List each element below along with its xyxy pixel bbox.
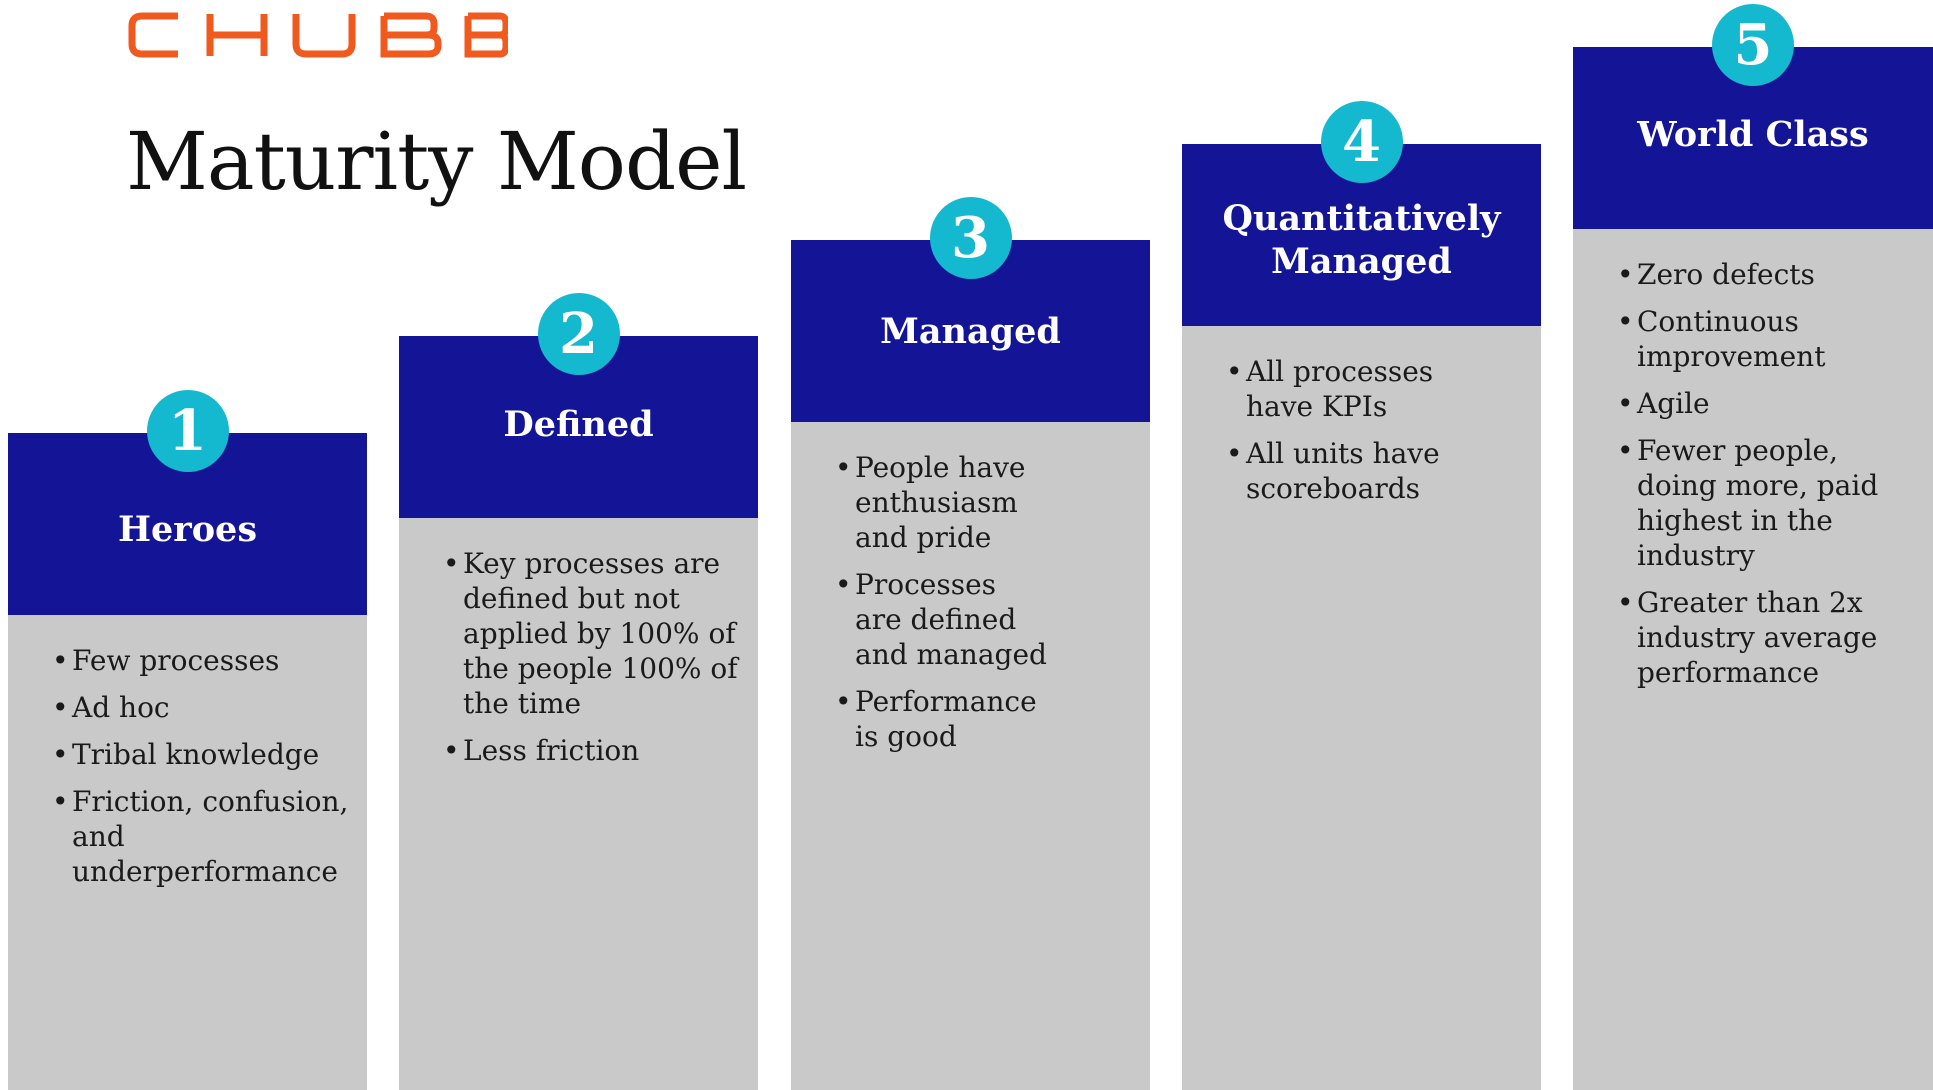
level-1-title: Heroes bbox=[117, 508, 258, 550]
list-item: Agile bbox=[1617, 386, 1893, 421]
list-item: Less friction bbox=[443, 733, 744, 768]
list-item: Friction, confusion, and underperformanc… bbox=[52, 784, 353, 889]
level-4-title: Quantitatively Managed bbox=[1222, 198, 1501, 282]
level-4-column: 4 Quantitatively Managed All processes h… bbox=[1182, 101, 1541, 1090]
level-3-title: Managed bbox=[880, 310, 1061, 352]
level-5-header: 5 World Class bbox=[1573, 4, 1933, 229]
level-5-title: World Class bbox=[1637, 113, 1869, 155]
list-item: People have enthusiasm and pride bbox=[835, 450, 1050, 555]
level-5-badge: 5 bbox=[1712, 4, 1794, 86]
level-5-points: Zero defects Continuous improvement Agil… bbox=[1617, 257, 1893, 702]
level-4-points: All processes have KPIs All units have s… bbox=[1226, 354, 1441, 518]
level-3-points: People have enthusiasm and pride Process… bbox=[835, 450, 1050, 766]
list-item: All processes have KPIs bbox=[1226, 354, 1441, 424]
list-item: Key processes are defined but not applie… bbox=[443, 546, 744, 721]
level-1-badge: 1 bbox=[146, 390, 229, 472]
list-item: Continuous improvement bbox=[1617, 304, 1893, 374]
list-item: Greater than 2x industry average perform… bbox=[1617, 585, 1893, 690]
list-item: All units have scoreboards bbox=[1226, 436, 1441, 506]
level-2-header: 2 Defined bbox=[399, 293, 758, 518]
level-2-badge: 2 bbox=[537, 293, 620, 375]
list-item: Tribal knowledge bbox=[52, 737, 353, 772]
list-item: Processes are defined and managed bbox=[835, 567, 1050, 672]
list-item: Ad hoc bbox=[52, 690, 353, 725]
level-1-header: 1 Heroes bbox=[8, 390, 367, 615]
level-1-points: Few processes Ad hoc Tribal knowledge Fr… bbox=[52, 643, 353, 901]
level-3-badge: 3 bbox=[929, 197, 1012, 279]
list-item: Performance is good bbox=[835, 684, 1050, 754]
list-item: Few processes bbox=[52, 643, 353, 678]
level-4-badge: 4 bbox=[1320, 101, 1403, 183]
level-1-column: 1 Heroes Few processes Ad hoc Tribal kno… bbox=[8, 390, 367, 1090]
level-2-points: Key processes are defined but not applie… bbox=[443, 546, 744, 780]
level-3-column: 3 Managed People have enthusiasm and pri… bbox=[791, 197, 1150, 1090]
level-3-header: 3 Managed bbox=[791, 197, 1150, 422]
level-2-column: 2 Defined Key processes are defined but … bbox=[399, 293, 758, 1090]
page-title: Maturity Model bbox=[126, 115, 747, 208]
level-5-column: 5 World Class Zero defects Continuous im… bbox=[1573, 4, 1933, 1090]
level-4-header: 4 Quantitatively Managed bbox=[1182, 101, 1541, 326]
list-item: Fewer people, doing more, paid highest i… bbox=[1617, 433, 1893, 573]
list-item: Zero defects bbox=[1617, 257, 1893, 292]
chubb-logo bbox=[128, 12, 508, 58]
level-2-title: Defined bbox=[503, 404, 654, 445]
